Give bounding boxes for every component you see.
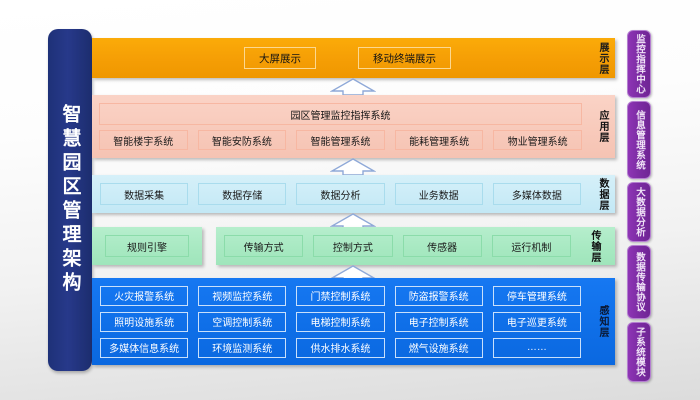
application-item-1[interactable]: 智能安防系统	[197, 130, 287, 150]
transport-side-item[interactable]: 规则引擎	[105, 235, 189, 257]
layer-band-perception: 火灾报警系统 视频监控系统 门禁控制系统 防盗报警系统 停车管理系统 照明设施系…	[92, 278, 615, 365]
perception-item-4[interactable]: 停车管理系统	[492, 285, 581, 306]
application-item-0[interactable]: 智能楼宇系统	[99, 130, 188, 150]
perception-item-7[interactable]: 电梯控制系统	[296, 311, 385, 332]
diagram-title: 智慧园区管理架构	[59, 104, 81, 296]
perception-item-6[interactable]: 空调控制系统	[198, 311, 287, 332]
display-item-0[interactable]: 大屏展示	[244, 47, 316, 69]
side-label-1-text: 信息管理系统	[633, 110, 645, 170]
transport-items-box: 传输方式 控制方式 传感器 运行机制 传输层	[216, 227, 615, 265]
side-label-information-management[interactable]: 信息管理系统	[627, 101, 651, 179]
perception-item-10[interactable]: 多媒体信息系统	[100, 337, 189, 358]
layer-band-transport: 规则引擎 传输方式 控制方式 传感器 运行机制 传输层	[92, 227, 615, 265]
application-item-4[interactable]: 物业管理系统	[493, 130, 582, 150]
side-label-0-text: 监控指挥中心	[633, 34, 645, 94]
data-item-4[interactable]: 多媒体数据	[492, 183, 582, 205]
perception-item-2[interactable]: 门禁控制系统	[296, 285, 385, 306]
perception-item-14[interactable]: ……	[492, 337, 581, 358]
layer-band-application: 园区管理监控指挥系统 智能楼宇系统 智能安防系统 智能管理系统 能耗管理系统 物…	[92, 95, 615, 158]
layer-tag-perception: 感知层	[589, 278, 615, 365]
data-item-1[interactable]: 数据存储	[198, 183, 287, 205]
application-item-3[interactable]: 能耗管理系统	[394, 130, 484, 150]
side-label-monitoring-center[interactable]: 监控指挥中心	[627, 30, 651, 98]
diagram-title-bar: 智慧园区管理架构	[48, 29, 92, 371]
layer-band-display: 大屏展示 移动终端展示 展示层	[92, 38, 615, 78]
side-label-data-transfer-protocol[interactable]: 数据传输协议	[627, 245, 651, 319]
up-arrow-icon	[329, 78, 377, 96]
perception-item-13[interactable]: 燃气设施系统	[394, 337, 483, 358]
layer-tag-display-label: 展示层	[597, 41, 608, 75]
side-label-subsystem-module[interactable]: 子系统模块	[627, 322, 651, 382]
data-item-2[interactable]: 数据分析	[296, 183, 385, 205]
layer-tag-data: 数据层	[589, 175, 615, 213]
side-label-3-text: 数据传输协议	[633, 252, 645, 312]
transport-item-1[interactable]: 控制方式	[313, 235, 393, 257]
layer-tag-display: 展示层	[589, 38, 615, 78]
data-item-0[interactable]: 数据采集	[100, 183, 189, 205]
layer-tag-transport-label: 传输层	[589, 229, 600, 263]
data-item-3[interactable]: 业务数据	[394, 183, 483, 205]
perception-item-0[interactable]: 火灾报警系统	[100, 285, 189, 306]
layer-tag-transport: 传输层	[581, 227, 607, 265]
transport-item-3[interactable]: 运行机制	[491, 235, 571, 257]
transport-rule-engine-box: 规则引擎	[92, 227, 202, 265]
transport-item-2[interactable]: 传感器	[402, 235, 482, 257]
perception-item-9[interactable]: 电子巡更系统	[492, 311, 581, 332]
layer-tag-perception-label: 感知层	[597, 305, 608, 338]
layer-band-data: 数据采集 数据存储 数据分析 业务数据 多媒体数据 数据层	[92, 175, 615, 213]
perception-item-8[interactable]: 电子控制系统	[394, 311, 483, 332]
application-header[interactable]: 园区管理监控指挥系统	[99, 103, 582, 125]
up-arrow-icon	[329, 158, 377, 176]
layer-tag-application: 应用层	[589, 95, 615, 158]
display-item-1[interactable]: 移动终端展示	[358, 47, 451, 69]
perception-item-3[interactable]: 防盗报警系统	[394, 285, 483, 306]
side-label-big-data-analysis[interactable]: 大数据分析	[627, 182, 651, 242]
transport-item-0[interactable]: 传输方式	[224, 235, 304, 257]
side-label-2-text: 大数据分析	[633, 187, 645, 237]
perception-item-12[interactable]: 供水排水系统	[296, 337, 385, 358]
perception-item-11[interactable]: 环境监测系统	[198, 337, 287, 358]
perception-item-5[interactable]: 照明设施系统	[100, 311, 189, 332]
layer-tag-application-label: 应用层	[597, 110, 608, 143]
perception-item-1[interactable]: 视频监控系统	[198, 285, 287, 306]
application-item-2[interactable]: 智能管理系统	[296, 130, 385, 150]
layer-tag-data-label: 数据层	[597, 177, 608, 211]
side-label-4-text: 子系统模块	[633, 327, 645, 377]
